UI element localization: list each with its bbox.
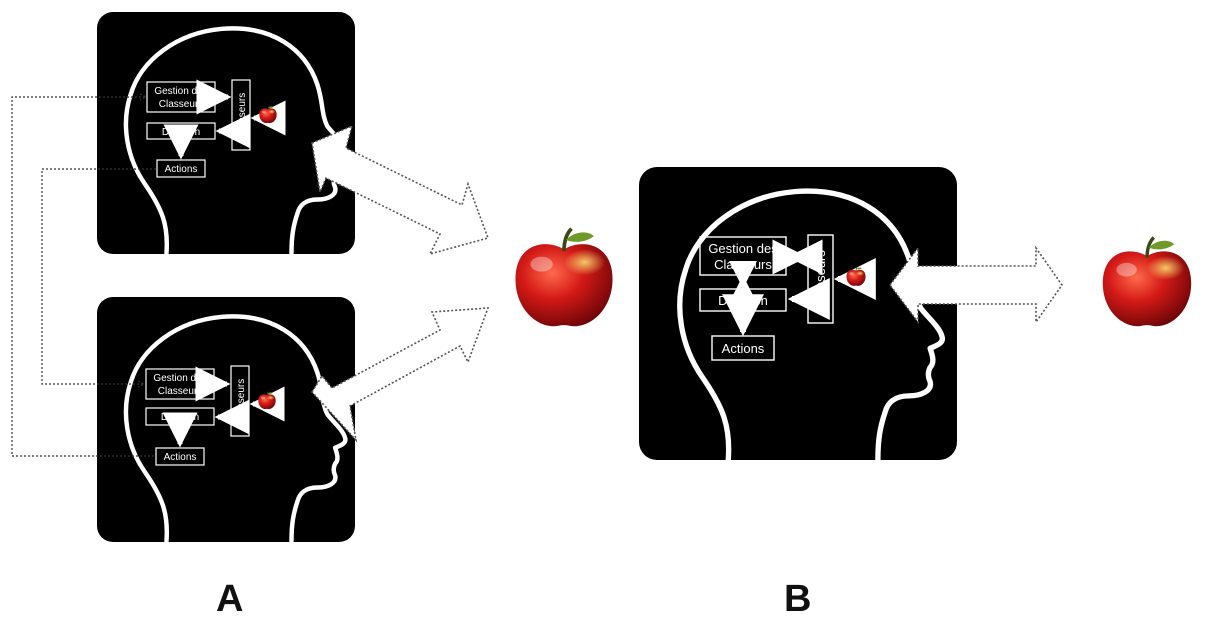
decision-label: Décision [718,293,768,308]
classeurs-line-label: Classeurs [159,99,203,110]
link-outer [11,96,155,457]
actions-box [155,447,205,466]
actions-label: Actions [165,164,198,175]
classeurs-vertical-label: Classeurs [236,379,247,423]
panel-b-letter: B [784,578,812,620]
panel-a-letter: A [216,578,244,620]
double-arrow-icon [888,245,1063,325]
gestion-label: Gestion des [154,86,207,97]
classeurs-vertical-label: Classeurs [813,250,828,308]
gestion-label: Gestion des [708,241,778,256]
panel-a-top: Gestion des Classeurs Décision Actions C… [97,12,355,254]
classeurs-vertical-label: Classeurs [237,93,248,137]
actions-box [156,159,206,178]
decision-label: Décision [161,412,199,423]
panel-b: Gestion des Classeurs Décision Actions C… [639,167,957,460]
gestion-label: Gestion des [153,373,206,384]
actions-label: Actions [164,452,197,463]
classeurs-line-label: Classeurs [714,257,772,272]
double-arrow-icon [311,124,490,256]
link-inner [41,168,156,385]
apple-icon [513,226,615,329]
double-arrow-icon [310,307,490,443]
panel-a-bottom: Gestion des Classeurs Décision Actions C… [97,297,355,542]
communication-links [11,93,156,457]
apple-icon [1101,235,1193,328]
actions-label: Actions [722,341,765,356]
panel-b-background [639,167,957,460]
decision-label: Décision [162,127,200,138]
classeurs-line-label: Classeurs [158,386,202,397]
